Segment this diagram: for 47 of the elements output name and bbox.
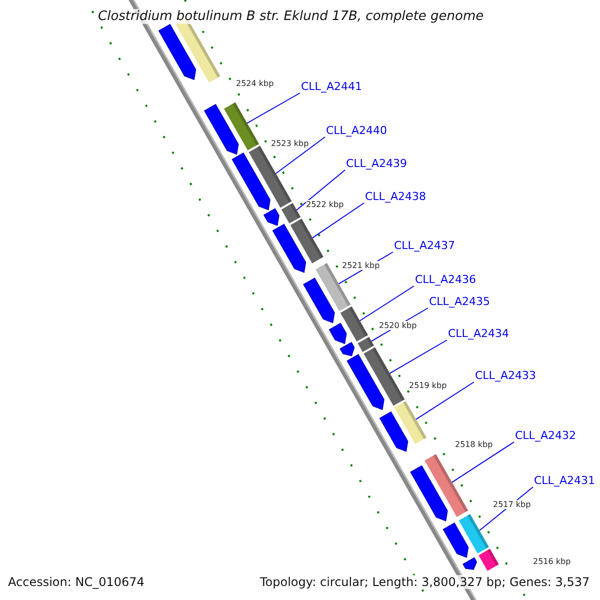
scale-label: 2523 kbp xyxy=(271,139,309,148)
leader-line xyxy=(275,136,326,174)
gene-label: CLL_A2441 xyxy=(301,80,362,93)
scale-label: 2522 kbp xyxy=(306,200,344,209)
scale-label: 2519 kbp xyxy=(409,381,447,390)
scale-label: 2520 kbp xyxy=(379,321,417,330)
scale-label: 2517 kbp xyxy=(493,500,531,509)
gene-label: CLL_A2437 xyxy=(394,239,455,252)
gene-label: CLL_A2432 xyxy=(515,429,576,442)
gene-bar xyxy=(458,514,489,554)
gene-block xyxy=(410,465,448,522)
gene-label: CLL_A2433 xyxy=(475,369,536,382)
scale-label: 2524 kbp xyxy=(236,79,274,88)
gene-label: CLL_A2438 xyxy=(365,190,426,203)
leader-line xyxy=(246,92,300,124)
leader-line xyxy=(359,286,414,322)
gene-block xyxy=(462,557,478,570)
footer-text: Topology: circular; Length: 3,800,327 bp; Genes: 3,537 xyxy=(260,575,590,589)
gene-block xyxy=(328,322,347,344)
leader-line xyxy=(312,202,364,238)
leader-line xyxy=(452,442,514,483)
gene-block xyxy=(272,224,306,273)
leader-line xyxy=(389,340,448,374)
gene-label: CLL_A2436 xyxy=(415,273,476,286)
scale-label: 2518 kbp xyxy=(455,440,493,449)
footer-text: Accession: NC_010674 xyxy=(8,575,144,589)
gene-label: CLL_A2439 xyxy=(346,157,407,170)
gene-block xyxy=(442,522,469,558)
scale-label: 2521 kbp xyxy=(342,261,380,270)
gene-block xyxy=(346,354,384,410)
gene-label: CLL_A2434 xyxy=(448,327,509,340)
title: Clostridium botulinum B str. Eklund 17B, complete genome xyxy=(98,9,484,24)
gene-block xyxy=(263,208,280,226)
gene-label: CLL_A2435 xyxy=(429,295,490,308)
gene-label: CLL_A2440 xyxy=(326,124,387,137)
scale-label: 2516 kbp xyxy=(533,557,571,566)
gene-block xyxy=(158,24,196,80)
gene-bar xyxy=(281,203,301,224)
gene-block xyxy=(379,411,408,452)
leader-line xyxy=(296,170,346,210)
leader-line xyxy=(416,382,474,420)
gene-label: CLL_A2431 xyxy=(534,474,595,487)
gene-bar xyxy=(358,336,374,352)
gene-bar xyxy=(340,306,368,342)
gene-block xyxy=(303,278,335,324)
gene-block xyxy=(204,104,239,155)
gene-block xyxy=(232,152,270,210)
